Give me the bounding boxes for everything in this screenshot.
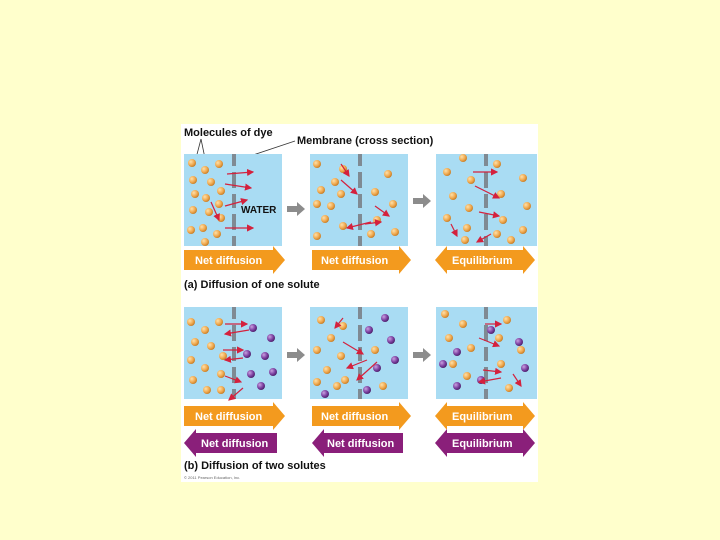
membrane-label: Membrane (cross section) — [297, 135, 434, 147]
equilibrium-orange-label-b3: Equilibrium — [452, 411, 513, 423]
molecules-of-dye-label: Molecules of dye — [184, 127, 273, 139]
equilibrium-label-a3: Equilibrium — [452, 255, 513, 267]
row-b-orange-arrows: Net diffusion Net diffusion Equilibrium — [184, 402, 535, 430]
net-diffusion-purple-label-b2: Net diffusion — [327, 438, 394, 450]
caption-b: (b) Diffusion of two solutes — [184, 460, 326, 472]
equilibrium-purple-label-b3: Equilibrium — [452, 438, 513, 450]
row-b-purple-arrows: Net diffusion Net diffusion Equilibrium — [184, 429, 535, 457]
caption-a: (a) Diffusion of one solute — [184, 279, 320, 291]
row-a: WATER — [184, 154, 537, 246]
row-a-direction-arrows: Net diffusion Net diffusion Equilibrium — [184, 246, 535, 274]
net-diffusion-orange-label-b2: Net diffusion — [321, 411, 388, 423]
row-b — [184, 307, 537, 400]
net-diffusion-label-a1: Net diffusion — [195, 255, 262, 267]
net-diffusion-orange-label-b1: Net diffusion — [195, 411, 262, 423]
diffusion-figure: Molecules of dye Membrane (cross section… — [181, 124, 538, 482]
copyright-text: © 2011 Pearson Education, Inc. — [184, 475, 240, 480]
diffusion-diagram: Molecules of dye Membrane (cross section… — [181, 124, 538, 482]
net-diffusion-purple-label-b1: Net diffusion — [201, 438, 268, 450]
water-label: WATER — [241, 205, 277, 216]
net-diffusion-label-a2: Net diffusion — [321, 255, 388, 267]
